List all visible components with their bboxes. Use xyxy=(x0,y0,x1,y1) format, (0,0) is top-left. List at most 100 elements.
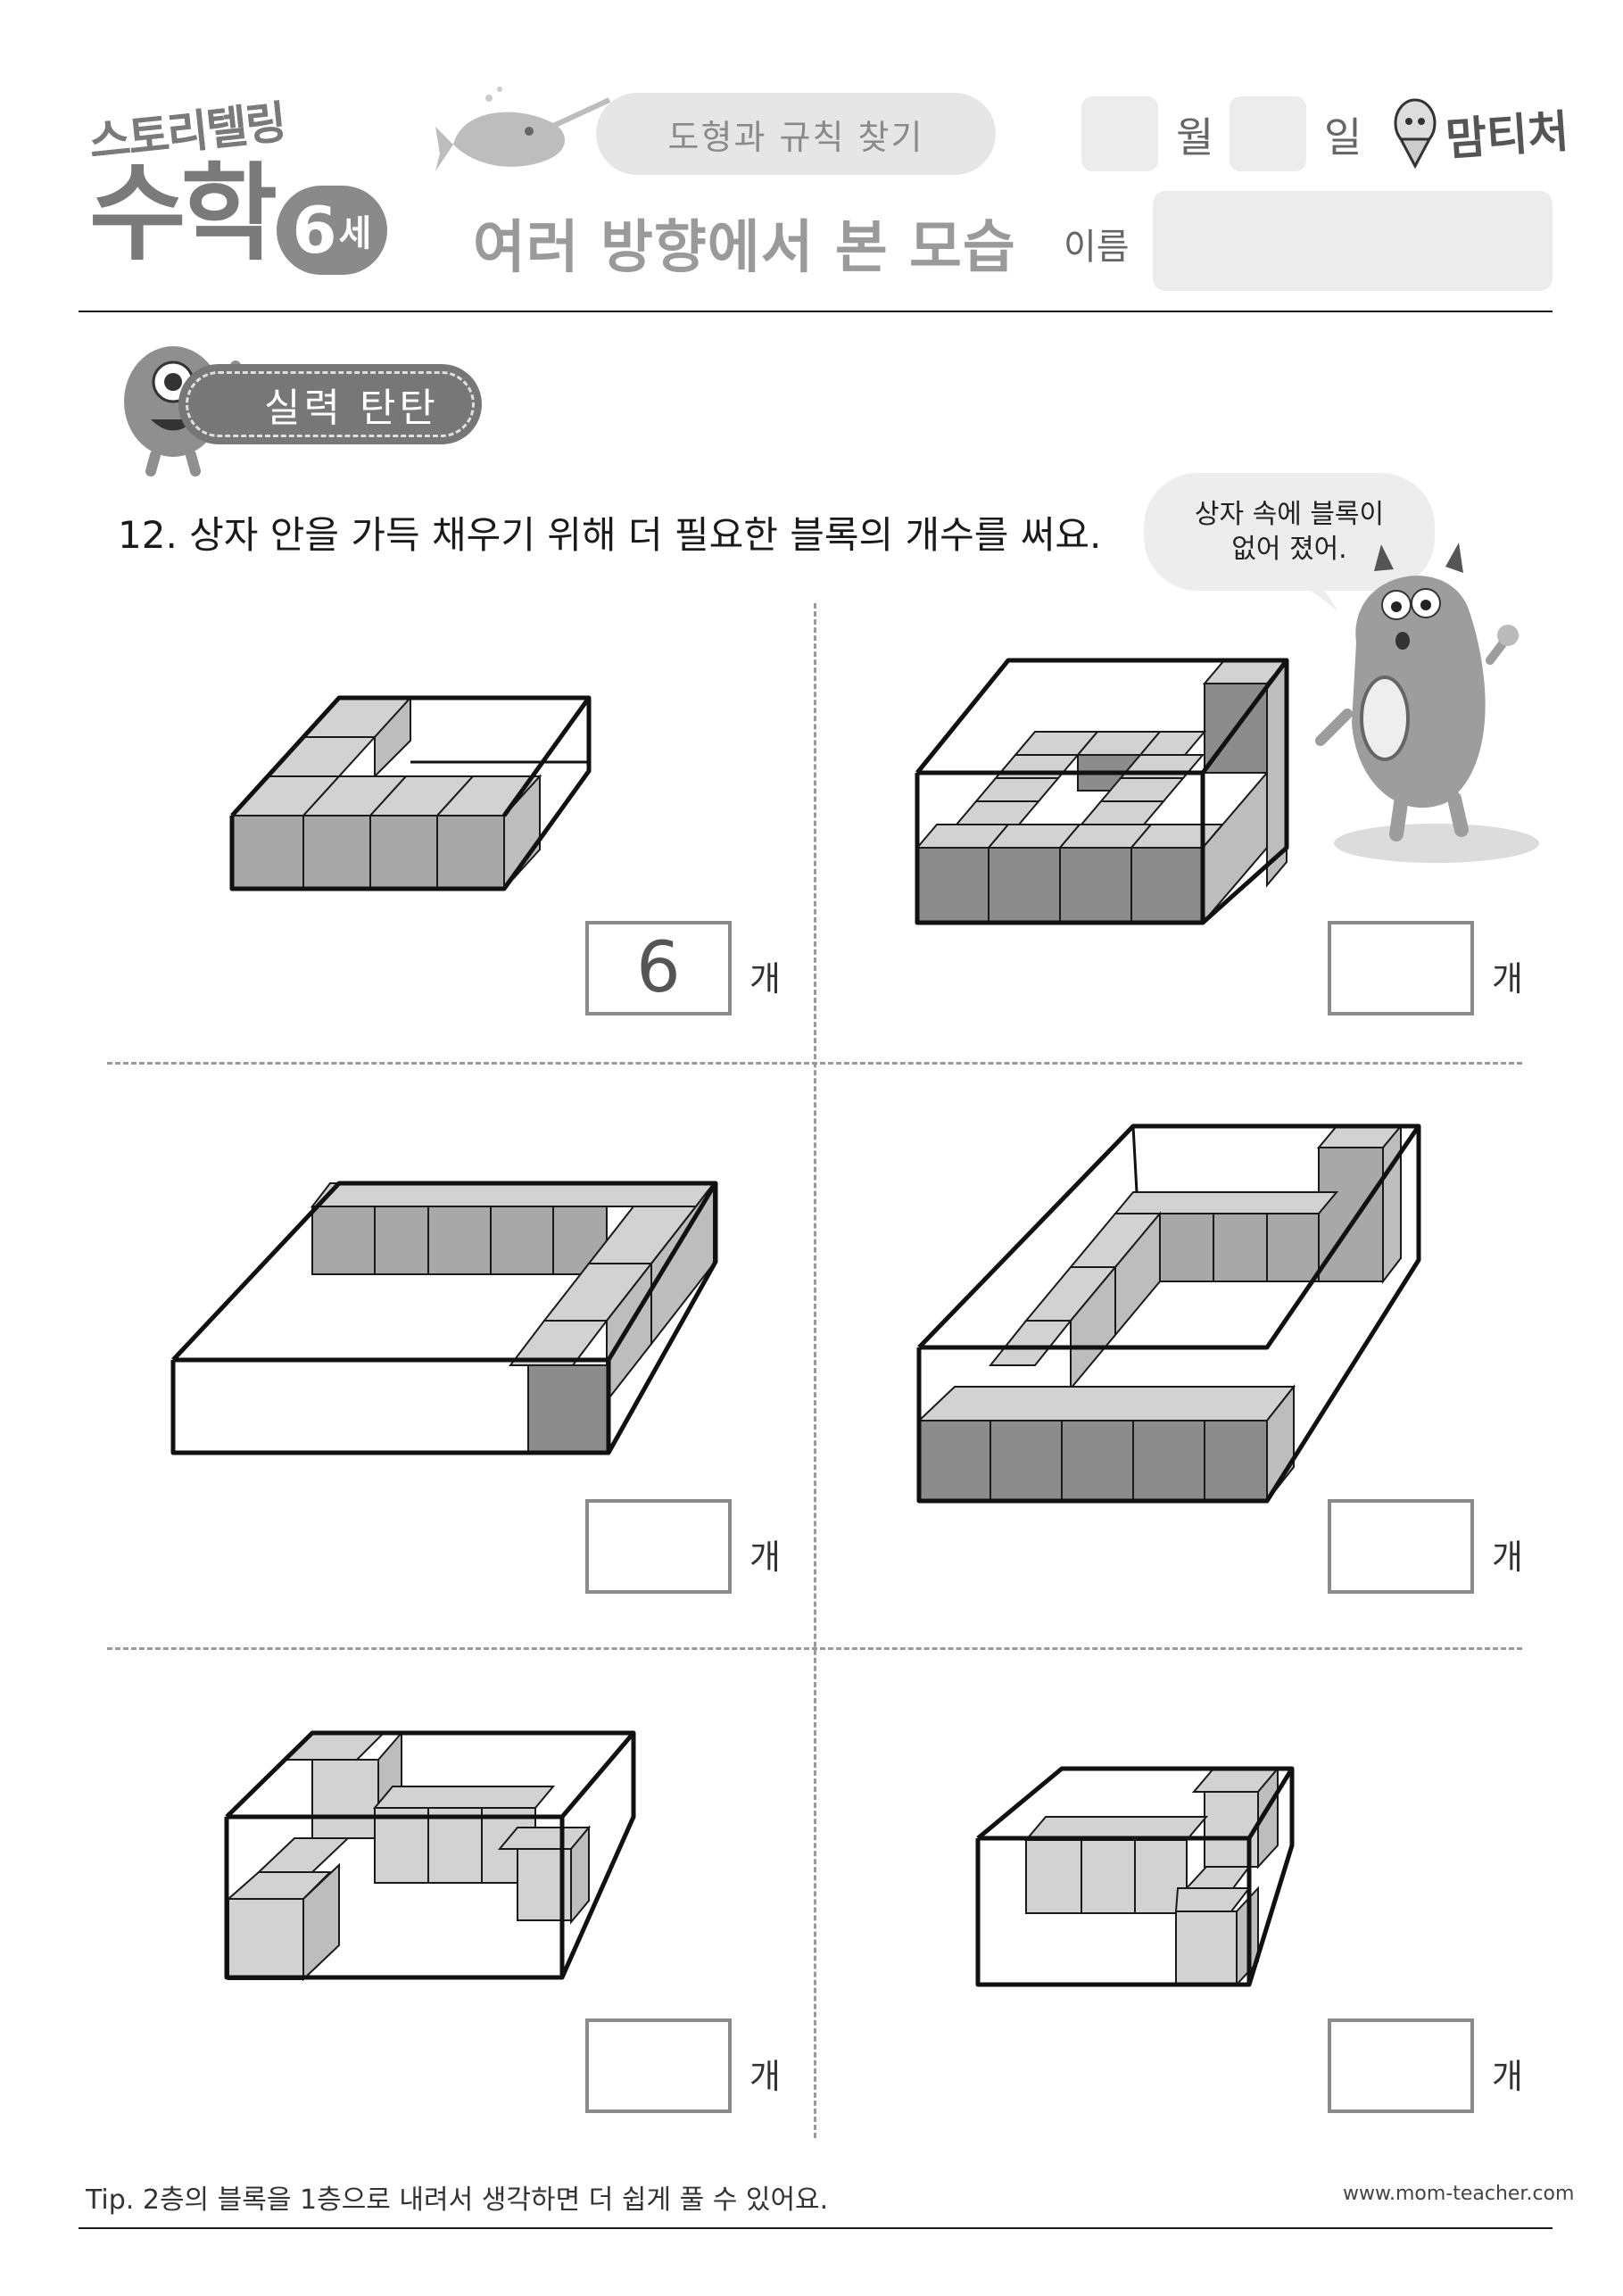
block-front xyxy=(988,847,1061,924)
section-label: 실력 탄탄 xyxy=(264,385,439,431)
block-front xyxy=(302,815,371,890)
box-outline xyxy=(229,695,592,891)
mirror-monster-mascot-icon xyxy=(1315,543,1539,863)
box-edge xyxy=(919,1124,1421,1350)
block-top xyxy=(1113,1191,1339,1214)
speech-bubble: 상자 속에 블록이 없어 졌어. xyxy=(1144,473,1435,591)
speech-line-2: 없어 졌어. xyxy=(1231,534,1347,565)
block-front xyxy=(311,1206,376,1275)
block-front xyxy=(1213,1213,1268,1282)
block-figure-3 xyxy=(170,1181,718,1455)
box-edge xyxy=(501,696,592,817)
unit-label-1: 개 xyxy=(749,959,781,999)
block-front xyxy=(369,815,438,890)
month-field[interactable] xyxy=(1081,96,1158,171)
answer-box-4[interactable] xyxy=(1328,1499,1474,1594)
block-front xyxy=(231,815,304,890)
answer-box-1[interactable]: 6 xyxy=(585,921,732,1015)
speech-line-1: 상자 속에 블록이 xyxy=(1194,499,1385,530)
block-top xyxy=(427,1807,483,1884)
block-front xyxy=(1130,847,1204,924)
answer-box-6[interactable] xyxy=(1328,2018,1474,2113)
brand-logo: 맘티처 xyxy=(1443,104,1571,166)
block-side xyxy=(1257,1766,1279,1869)
block-figure-4 xyxy=(916,1123,1421,1504)
age-badge: 6 세 xyxy=(277,186,387,275)
block-top xyxy=(1174,1887,1252,1912)
block-top xyxy=(1081,1839,1136,1914)
block-front xyxy=(1159,1213,1214,1282)
block-top xyxy=(374,1807,429,1884)
footer-url: www.mom-teacher.com xyxy=(1343,2183,1575,2205)
age-suffix: 세 xyxy=(338,213,372,254)
unit-label-2: 개 xyxy=(1492,959,1523,999)
block-front xyxy=(1132,1420,1205,1502)
block-figure-2 xyxy=(915,658,1289,925)
day-label: 일 xyxy=(1324,113,1362,162)
block-top xyxy=(1025,1839,1082,1914)
name-field[interactable] xyxy=(1153,191,1553,291)
pencil-mascot-icon xyxy=(1394,98,1437,170)
narwhal-icon xyxy=(435,87,611,171)
block-front xyxy=(916,847,990,924)
logo-math: 수학 xyxy=(87,152,279,275)
box-outline xyxy=(975,1766,1295,1987)
block-front xyxy=(918,1420,991,1502)
unit-label-3: 개 xyxy=(749,1538,781,1577)
block-top xyxy=(310,1182,716,1207)
answer-box-3[interactable] xyxy=(585,1499,732,1594)
block-figure-1 xyxy=(229,695,592,891)
block-top xyxy=(311,1759,379,1839)
block-front xyxy=(1204,1420,1268,1502)
page-title: 여러 방향에서 본 모습 xyxy=(473,215,1016,281)
block-top xyxy=(973,777,1061,802)
unit-label-6: 개 xyxy=(1492,2057,1523,2096)
box-outline xyxy=(170,1181,718,1455)
block-front xyxy=(374,1206,429,1275)
block-top xyxy=(1175,1911,1238,1985)
block-front xyxy=(990,1420,1063,1502)
block-top xyxy=(1079,800,1166,825)
age-number: 6 xyxy=(292,193,337,268)
grid-divider-vertical xyxy=(814,603,816,2138)
block-side xyxy=(570,1825,590,1925)
block-front xyxy=(1266,1213,1320,1282)
question-text: 12. 상자 안을 가득 채우기 위해 더 필요한 블록의 개수를 써요. xyxy=(118,513,1102,557)
block-top xyxy=(916,1386,1296,1422)
block-figure-5 xyxy=(224,1730,636,1982)
section-badge: 실력 탄탄 xyxy=(178,364,482,444)
answer-box-2[interactable] xyxy=(1328,921,1474,1015)
box-outline xyxy=(915,658,1289,925)
block-top xyxy=(228,1898,304,1980)
block-top xyxy=(1184,1866,1251,1889)
speech-bubble-tail xyxy=(1285,571,1338,611)
answer-value-1: 6 xyxy=(636,928,681,1008)
block-front xyxy=(1059,847,1132,924)
block-side xyxy=(302,1862,340,1982)
answer-box-5[interactable] xyxy=(585,2018,732,2113)
footer-tip: Tip. 2층의 블록을 1층으로 내려서 생각하면 더 쉽게 풀 수 있어요. xyxy=(86,2184,829,2216)
day-field[interactable] xyxy=(1230,96,1306,171)
block-front xyxy=(1061,1420,1134,1502)
box-outline xyxy=(224,1730,636,1980)
grid-divider-horizontal-1 xyxy=(107,1062,1522,1065)
unit-label-5: 개 xyxy=(749,2057,781,2096)
block-side xyxy=(1202,770,1268,925)
block-front xyxy=(527,1364,609,1454)
block-top xyxy=(988,1320,1073,1366)
name-label: 이름 xyxy=(1064,227,1130,268)
footer-divider xyxy=(79,2227,1553,2229)
block-front xyxy=(427,1206,492,1275)
block-side xyxy=(1382,1123,1402,1284)
block-front xyxy=(490,1206,554,1275)
block-top xyxy=(256,1837,351,1873)
block-top xyxy=(372,1786,556,1809)
block-front xyxy=(436,815,505,890)
unit-label-4: 개 xyxy=(1492,1538,1523,1577)
box-edge xyxy=(1131,1125,1139,1193)
block-side xyxy=(503,774,541,891)
block-figure-6 xyxy=(975,1766,1295,1987)
grid-divider-horizontal-2 xyxy=(107,1647,1522,1650)
header-divider xyxy=(79,311,1553,312)
month-label: 월 xyxy=(1176,113,1214,162)
